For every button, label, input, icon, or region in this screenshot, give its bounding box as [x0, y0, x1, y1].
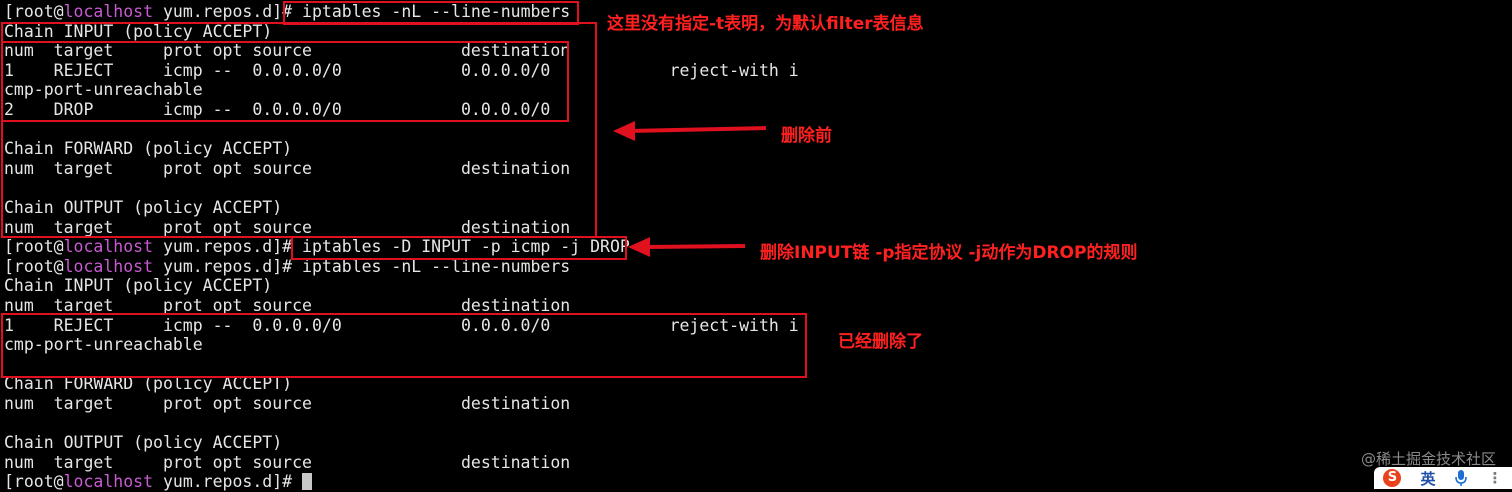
terminal-text: num target prot opt source destination	[4, 393, 571, 413]
terminal-line: num target prot opt source destination	[4, 453, 799, 473]
terminal-text: yum.repos.d]# iptables -nL --line-number…	[153, 256, 571, 276]
terminal-text: Chain FORWARD (policy ACCEPT)	[4, 374, 293, 394]
arrow-delete-command-head	[628, 237, 650, 257]
terminal-line: Chain OUTPUT (policy ACCEPT)	[4, 198, 799, 218]
ime-toolbar[interactable]: S 英 ⋮	[1374, 467, 1512, 489]
prompt-hostname: localhost	[63, 472, 154, 492]
terminal-text: num target prot opt source destination	[4, 217, 571, 237]
terminal-line: Chain FORWARD (policy ACCEPT)	[4, 374, 799, 394]
terminal-text: num target prot opt source destination	[4, 41, 571, 61]
terminal-text: num target prot opt source destination	[4, 452, 571, 472]
terminal-line: 1 REJECT icmp -- 0.0.0.0/0 0.0.0.0/0 rej…	[4, 316, 799, 336]
terminal-text: [root@	[4, 2, 64, 21]
terminal-line: Chain INPUT (policy ACCEPT)	[4, 22, 799, 42]
terminal-text: [root@	[4, 472, 64, 492]
terminal-text: 1 REJECT icmp -- 0.0.0.0/0 0.0.0.0/0 rej…	[4, 315, 799, 335]
terminal-line: Chain INPUT (policy ACCEPT)	[4, 276, 799, 296]
watermark: @稀土掘金技术社区	[1360, 450, 1496, 468]
terminal-text: [root@	[4, 237, 64, 257]
terminal-text: cmp-port-unreachable	[4, 335, 203, 355]
note-deleted: 已经删除了	[838, 332, 923, 352]
terminal-line: 1 REJECT icmp -- 0.0.0.0/0 0.0.0.0/0 rej…	[4, 61, 799, 81]
ime-language-toggle[interactable]: 英	[1420, 469, 1436, 488]
terminal-text: cmp-port-unreachable	[4, 80, 203, 100]
terminal-line: num target prot opt source destination	[4, 159, 799, 179]
note-default-table: 这里没有指定-t表明，为默认filter表信息	[607, 14, 924, 34]
terminal-text: Chain OUTPUT (policy ACCEPT)	[4, 197, 283, 217]
highlight-box-rules-after	[1, 313, 807, 378]
terminal-line: [root@localhost yum.repos.d]# iptables -…	[4, 257, 799, 277]
terminal-line: Chain FORWARD (policy ACCEPT)	[4, 139, 799, 159]
prompt-hostname: localhost	[63, 237, 154, 257]
terminal-line: [root@localhost yum.repos.d]# iptables -…	[4, 237, 799, 257]
ime-more-icon[interactable]: ⋮	[1487, 469, 1503, 487]
terminal-text: yum.repos.d]# iptables -D INPUT -p icmp …	[153, 237, 630, 257]
sogou-logo-icon[interactable]: S	[1383, 469, 1402, 487]
terminal-line: cmp-port-unreachable	[4, 335, 799, 355]
terminal-cursor	[302, 473, 313, 491]
terminal-text: Chain INPUT (policy ACCEPT)	[4, 276, 273, 296]
arrow-before-delete	[631, 126, 767, 133]
terminal-text: [root@	[4, 256, 64, 276]
terminal-line: num target prot opt source destination	[4, 41, 799, 61]
terminal-text: Chain FORWARD (policy ACCEPT)	[4, 139, 293, 159]
prompt-hostname: localhost	[63, 2, 154, 21]
arrow-before-delete-head	[613, 121, 635, 141]
highlight-box-first-command	[283, 1, 579, 25]
terminal-text: num target prot opt source destination	[4, 295, 571, 315]
terminal-line: num target prot opt source destination	[4, 394, 799, 414]
terminal-line: cmp-port-unreachable	[4, 80, 799, 100]
arrow-delete-command	[646, 244, 746, 249]
terminal-line: num target prot opt source destination	[4, 218, 799, 238]
terminal-text: yum.repos.d]# iptables -nL --line-number…	[153, 2, 571, 21]
note-delete-rule: 删除INPUT链 -p指定协议 -j动作为DROP的规则	[760, 243, 1138, 263]
terminal-line: Chain OUTPUT (policy ACCEPT)	[4, 433, 799, 453]
highlight-box-rules-before	[1, 41, 569, 122]
terminal-text: 1 REJECT icmp -- 0.0.0.0/0 0.0.0.0/0 rej…	[4, 60, 799, 80]
terminal-line: 2 DROP icmp -- 0.0.0.0/0 0.0.0.0/0	[4, 100, 799, 120]
terminal-text: Chain INPUT (policy ACCEPT)	[4, 21, 273, 41]
terminal-text: yum.repos.d]#	[153, 472, 303, 492]
terminal-text: num target prot opt source destination	[4, 158, 571, 178]
note-before-delete: 删除前	[781, 126, 832, 146]
terminal-line: [root@localhost yum.repos.d]#	[4, 472, 799, 492]
terminal-output[interactable]: [root@localhost yum.repos.d]# iptables -…	[4, 2, 799, 492]
microphone-icon[interactable]	[1454, 469, 1468, 487]
terminal-text: Chain OUTPUT (policy ACCEPT)	[4, 433, 283, 453]
terminal-line: num target prot opt source destination	[4, 296, 799, 316]
highlight-box-delete-command	[291, 236, 627, 260]
prompt-hostname: localhost	[63, 256, 154, 276]
terminal-text: 2 DROP icmp -- 0.0.0.0/0 0.0.0.0/0	[4, 99, 551, 119]
terminal-line: [root@localhost yum.repos.d]# iptables -…	[4, 2, 799, 22]
